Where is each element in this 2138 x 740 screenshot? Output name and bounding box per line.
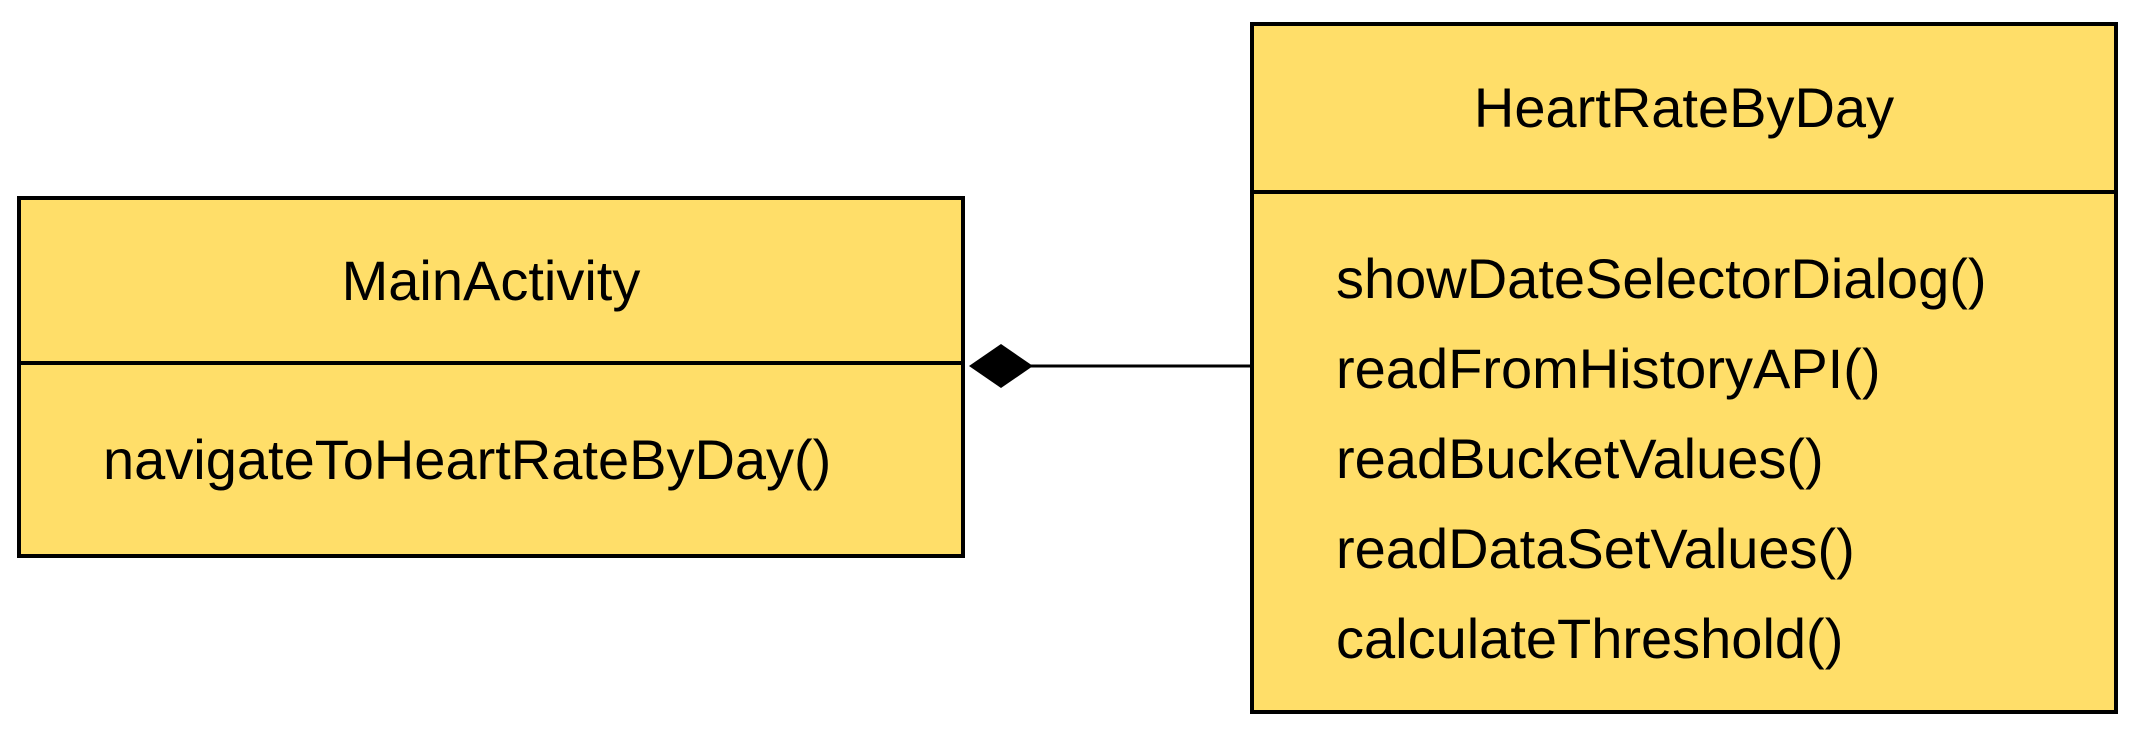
class-name-heartratebyday: HeartRateByDay bbox=[1254, 26, 2114, 194]
methods-compartment-heartratebyday: showDateSelectorDialog() readFromHistory… bbox=[1254, 194, 2114, 710]
method-read-from-history-api: readFromHistoryAPI() bbox=[1336, 337, 1881, 400]
methods-compartment-mainactivity: navigateToHeartRateByDay() bbox=[21, 365, 961, 554]
method-calculate-threshold: calculateThreshold() bbox=[1336, 607, 1844, 670]
class-box-mainactivity: MainActivity navigateToHeartRateByDay() bbox=[17, 196, 965, 558]
class-box-heartratebyday: HeartRateByDay showDateSelectorDialog() … bbox=[1250, 22, 2118, 714]
filled-diamond-icon bbox=[969, 344, 1033, 388]
method-read-data-set-values: readDataSetValues() bbox=[1336, 517, 1855, 580]
method-read-bucket-values: readBucketValues() bbox=[1336, 427, 1824, 490]
class-name-mainactivity: MainActivity bbox=[21, 200, 961, 365]
method-show-date-selector-dialog: showDateSelectorDialog() bbox=[1336, 247, 1987, 310]
composition-connector bbox=[969, 344, 1255, 388]
method-navigate-to-heart-rate-by-day: navigateToHeartRateByDay() bbox=[103, 427, 832, 491]
